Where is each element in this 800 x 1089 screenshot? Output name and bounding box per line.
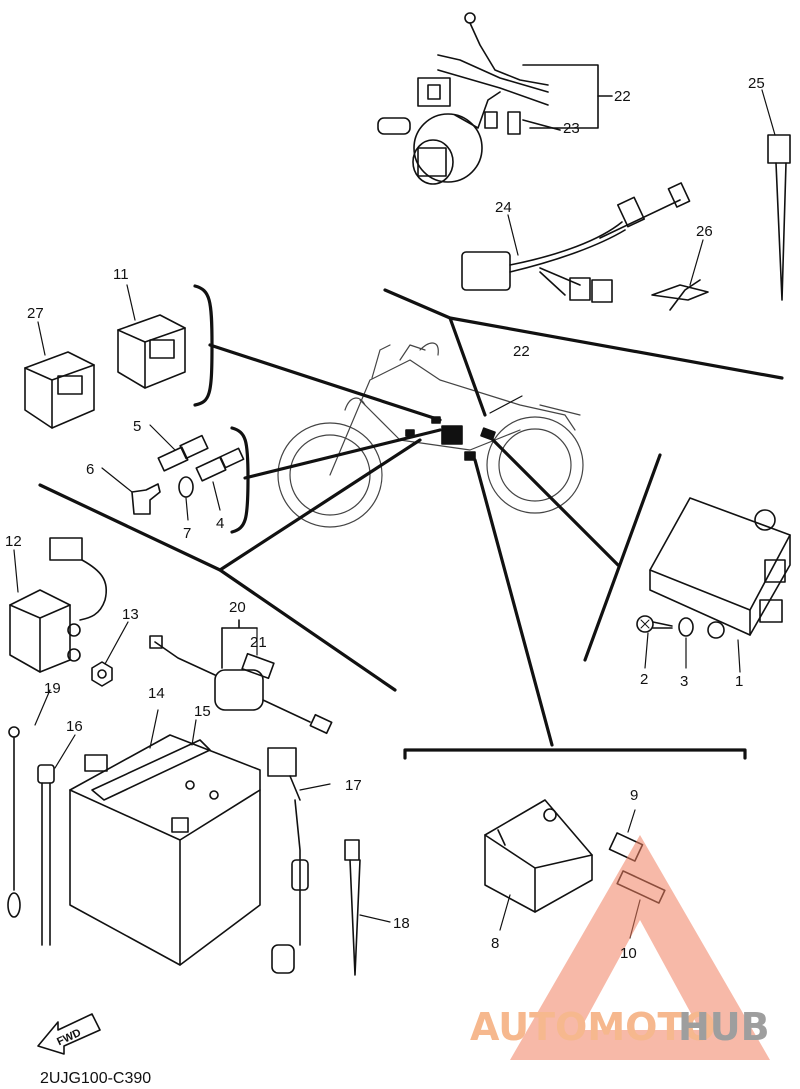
callout-22-top: 22	[614, 88, 631, 105]
part-24-sub-harness	[461, 182, 691, 303]
watermark-logo: AUTOMOTO HUB	[470, 835, 770, 1060]
callout-17: 17	[345, 777, 362, 794]
part-21-spare-fuse	[241, 627, 275, 680]
callout-20: 20	[229, 599, 246, 616]
part-13-nut	[91, 621, 129, 687]
callout-27: 27	[27, 305, 44, 322]
callout-26: 26	[696, 223, 713, 240]
part-1-ecu	[649, 497, 791, 673]
fwd-arrow-icon	[37, 1013, 101, 1055]
callout-7: 7	[183, 525, 191, 542]
part-16-fuse-holder	[37, 734, 76, 946]
watermark-text-2: HUB	[678, 1005, 770, 1049]
motorcycle-silhouette	[277, 342, 584, 528]
callout-22-center: 22	[513, 343, 530, 360]
callout-25: 25	[748, 75, 765, 92]
callout-18: 18	[393, 915, 410, 932]
callout-3: 3	[680, 673, 688, 690]
callout-15: 15	[194, 703, 211, 720]
part-8-rectifier	[484, 799, 593, 931]
part-12-starter-relay	[9, 537, 107, 673]
part-7-washer	[178, 476, 194, 521]
callout-19: 19	[44, 680, 61, 697]
callout-14: 14	[148, 685, 165, 702]
part-18-cable-tie	[344, 839, 391, 976]
callout-labels: 1 2 3 4 5 6 7 8 9 10 11 12 13 14 15 16 1…	[5, 75, 765, 962]
part-3-washer	[678, 617, 694, 669]
callout-5: 5	[133, 418, 141, 435]
part-5-diode	[149, 424, 209, 472]
part-15-strap	[91, 719, 211, 801]
part-19-lead	[7, 689, 51, 918]
callout-12: 12	[5, 533, 22, 550]
part-6-bracket	[101, 467, 161, 515]
callout-16: 16	[66, 718, 83, 735]
part-25-cable-tie	[761, 89, 791, 301]
callout-6: 6	[86, 461, 94, 478]
part-14-battery	[69, 709, 261, 966]
callout-21: 21	[250, 634, 267, 651]
part-22-wire-harness-top	[377, 12, 613, 185]
watermark-text-1: AUTOMOTO	[470, 1005, 716, 1049]
callout-10: 10	[620, 945, 637, 962]
part-17-lead	[267, 747, 331, 974]
callout-1: 1	[735, 673, 743, 690]
callout-8: 8	[491, 935, 499, 952]
callout-11: 11	[113, 266, 129, 283]
callout-4: 4	[216, 515, 224, 532]
part-11-relay	[117, 284, 186, 389]
leader-lines	[38, 284, 784, 760]
central-connectors	[405, 416, 496, 461]
callout-13: 13	[122, 606, 139, 623]
part-4-diode	[195, 447, 245, 511]
callout-9: 9	[630, 787, 638, 804]
part-2-screw	[636, 615, 673, 669]
part-20-main-fuse	[149, 619, 333, 735]
callout-23: 23	[563, 120, 580, 137]
diagram-code: 2UJG100-C390	[40, 1070, 151, 1087]
part-27-relay	[24, 321, 95, 429]
part-26-clamp	[651, 239, 709, 311]
callout-2: 2	[640, 671, 648, 688]
callout-24: 24	[495, 199, 512, 216]
